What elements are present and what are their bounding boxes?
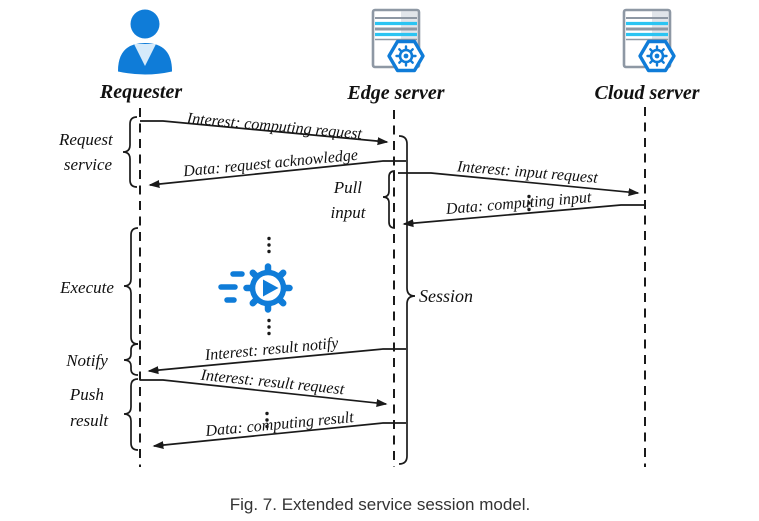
arrow-data-request-acknowledge bbox=[148, 160, 406, 189]
arrow-interest-result-request bbox=[140, 379, 388, 407]
phase-label-execute: Execute bbox=[59, 278, 114, 297]
message-label-data-computing-result: Data: computing result bbox=[204, 409, 355, 440]
ellipsis-push-result bbox=[265, 411, 269, 429]
brace-notify bbox=[123, 343, 139, 376]
ellipsis-pull-input bbox=[527, 194, 531, 212]
phase-label-push-result: Push result bbox=[69, 385, 109, 430]
actor-name-cloud-server: Cloud server bbox=[595, 82, 700, 104]
speed-lines-icon bbox=[218, 271, 245, 303]
message-label-data-request-acknowledge: Data: request acknowledge bbox=[181, 147, 358, 181]
session-label: Session bbox=[419, 286, 473, 306]
actor-name-requester: Requester bbox=[99, 81, 182, 103]
phase-label-request-service: Request service bbox=[58, 130, 117, 174]
edge-server-icon bbox=[371, 8, 425, 73]
ellipsis-execute-top bbox=[267, 236, 271, 254]
brace-request-service bbox=[122, 116, 138, 188]
cloud-server-icon bbox=[622, 8, 676, 73]
phase-label-notify: Notify bbox=[65, 351, 108, 370]
arrow-interest-result-notify bbox=[147, 348, 406, 375]
ellipsis-execute-bottom bbox=[267, 318, 271, 336]
actor-name-edge-server: Edge server bbox=[346, 82, 444, 104]
message-label-interest-result-request: Interest: result request bbox=[199, 367, 345, 399]
arrow-data-computing-input bbox=[402, 204, 645, 228]
person-icon bbox=[118, 9, 172, 75]
message-label-interest-computing-request: Interest: computing request bbox=[185, 110, 363, 143]
message-arrows bbox=[140, 120, 645, 450]
brace-push-result bbox=[123, 378, 139, 451]
figure-caption: Fig. 7. Extended service session model. bbox=[230, 495, 530, 514]
brace-execute bbox=[123, 227, 139, 345]
arrow-data-computing-result bbox=[152, 422, 406, 450]
arrow-interest-computing-request bbox=[140, 120, 389, 146]
execute-gear-play-icon bbox=[218, 263, 293, 313]
arrow-interest-input-request bbox=[398, 172, 640, 197]
brace-pull-input bbox=[382, 170, 396, 229]
phase-label-pull-input: Pull input bbox=[331, 178, 367, 222]
brace-session bbox=[398, 135, 416, 465]
